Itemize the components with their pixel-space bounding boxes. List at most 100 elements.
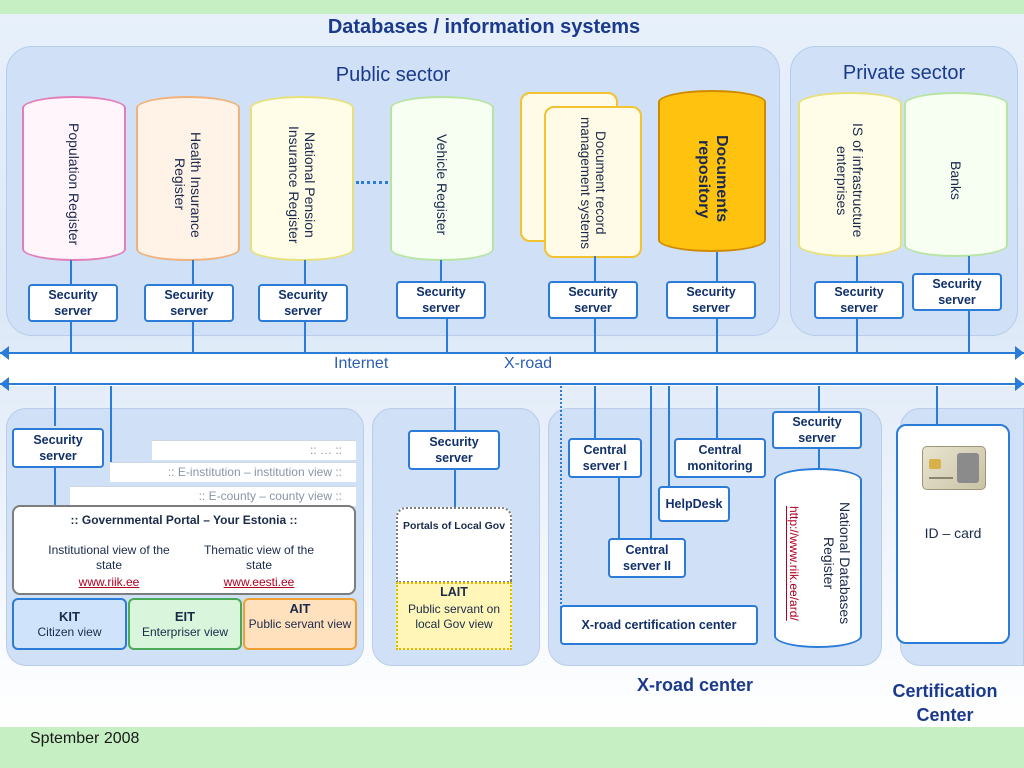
- xroad-label: X-road: [504, 355, 553, 372]
- infrastructure-is-label: IS of infrastructure enterprises: [834, 123, 866, 238]
- private-sector-title: Private sector: [842, 62, 966, 84]
- connector: [716, 386, 718, 438]
- connector: [618, 478, 620, 538]
- lait-label: Public servant on local Gov view: [407, 602, 501, 631]
- security-server-infrastructure: Security server: [814, 281, 904, 319]
- network-band: [0, 352, 1024, 386]
- connector: [192, 260, 194, 285]
- security-server-banks: Security server: [912, 273, 1002, 311]
- portal-tab-e-institution: :: E-institution – institution view ::: [110, 462, 356, 482]
- id-card-label: ID – card: [924, 525, 982, 541]
- connector: [54, 468, 56, 508]
- infrastructure-is-db: [798, 92, 902, 257]
- ait-label: Public servant view: [248, 617, 352, 631]
- thematic-view-label: Thematic view of the state: [203, 543, 315, 572]
- connector: [304, 260, 306, 285]
- kit-box: [12, 598, 127, 650]
- network-bottom-line: [0, 383, 1024, 385]
- connector: [856, 256, 858, 282]
- connector: [454, 470, 456, 508]
- banks-label: Banks: [948, 161, 964, 200]
- connector: [440, 260, 442, 282]
- connector: [856, 319, 858, 354]
- lait-abbr: LAIT: [440, 585, 468, 599]
- certification-center-label: Certification Center: [892, 681, 998, 725]
- connector: [968, 256, 970, 274]
- connector: [594, 319, 596, 354]
- vehicle-register-db: [390, 96, 494, 261]
- helpdesk: HelpDesk: [658, 486, 730, 522]
- top-band: [0, 0, 1024, 14]
- connector: [54, 386, 56, 426]
- arrow-right-icon: [1015, 377, 1024, 391]
- security-server-doc-repo: Security server: [666, 281, 756, 319]
- connector: [192, 322, 194, 354]
- health-insurance-register-label: Health Insurance Register: [172, 131, 204, 238]
- portal-tab-more: :: … ::: [152, 440, 356, 460]
- national-databases-register-db: [774, 468, 862, 648]
- kit-abbr: KIT: [59, 609, 80, 624]
- network-top-line: [0, 352, 1024, 354]
- documents-repository-label: Documents repository: [695, 135, 730, 223]
- local-gov-portals-label: Portals of Local Gov: [402, 520, 506, 532]
- connector: [716, 252, 718, 282]
- connector: [446, 319, 448, 354]
- id-card-icon: [922, 446, 986, 490]
- security-server-doc-mgmt: Security server: [548, 281, 638, 319]
- connector: [454, 386, 456, 430]
- connector: [304, 322, 306, 354]
- eit-box: [128, 598, 242, 650]
- connector: [716, 319, 718, 354]
- connector: [110, 386, 112, 472]
- connector: [818, 386, 820, 412]
- arrow-right-icon: [1015, 346, 1024, 360]
- pension-register-db: [250, 96, 354, 261]
- security-server-pension: Security server: [258, 284, 348, 322]
- connector: [70, 260, 72, 285]
- local-gov-portals-box: [396, 507, 512, 583]
- eesti-link[interactable]: www.eesti.ee: [223, 575, 295, 589]
- documents-repository-db: [658, 90, 766, 252]
- internet-label: Internet: [334, 355, 389, 372]
- connector: [70, 322, 72, 354]
- connector: [818, 449, 820, 475]
- riik-link[interactable]: www.riik.ee: [78, 575, 140, 589]
- security-server-population: Security server: [28, 284, 118, 322]
- central-server-2: Central server II: [608, 538, 686, 578]
- security-server-health: Security server: [144, 284, 234, 322]
- more-registers-dots: [356, 181, 388, 184]
- arrow-left-icon: [0, 377, 9, 391]
- ait-abbr: AIT: [289, 601, 311, 616]
- pension-register-label: National Pension Insurance Register: [286, 125, 318, 244]
- vehicle-register-label: Vehicle Register: [434, 133, 450, 236]
- population-register-label: Population Register: [66, 123, 82, 246]
- health-insurance-register-db: [136, 96, 240, 261]
- central-monitoring: Central monitoring: [674, 438, 766, 478]
- footer-band: [0, 727, 1024, 768]
- gov-portal-title: :: Governmental Portal – Your Estonia ::: [70, 513, 298, 527]
- ndr-link[interactable]: http://www.riik.ee/ard/: [787, 505, 801, 621]
- banks-db: [904, 92, 1008, 257]
- connector: [594, 386, 596, 438]
- public-sector-title: Public sector: [335, 64, 451, 86]
- connector: [936, 386, 938, 424]
- gov-portal-box: [12, 505, 356, 595]
- eit-label: Enterpriser view: [141, 625, 229, 639]
- kit-label: Citizen view: [37, 625, 102, 639]
- eit-abbr: EIT: [174, 609, 196, 624]
- doc-mgmt-label: Document record management systems: [578, 116, 608, 250]
- connector: [968, 311, 970, 354]
- connector: [668, 386, 670, 486]
- doc-mgmt-card-front: [544, 106, 642, 258]
- security-server-local-gov: Security server: [408, 430, 500, 470]
- portal-tab-e-county: :: E-county – county view ::: [70, 486, 356, 506]
- connector: [594, 256, 596, 282]
- arrow-left-icon: [0, 346, 9, 360]
- ndr-title: National Databases Register: [821, 501, 853, 625]
- connector: [650, 386, 652, 538]
- population-register-db: [22, 96, 126, 261]
- security-server-xroad-center: Security server: [772, 411, 862, 449]
- xroad-certification-center: X-road certification center: [560, 605, 758, 645]
- institutional-view-label: Institutional view of the state: [48, 543, 170, 572]
- footer-date: Sptember 2008: [30, 730, 140, 747]
